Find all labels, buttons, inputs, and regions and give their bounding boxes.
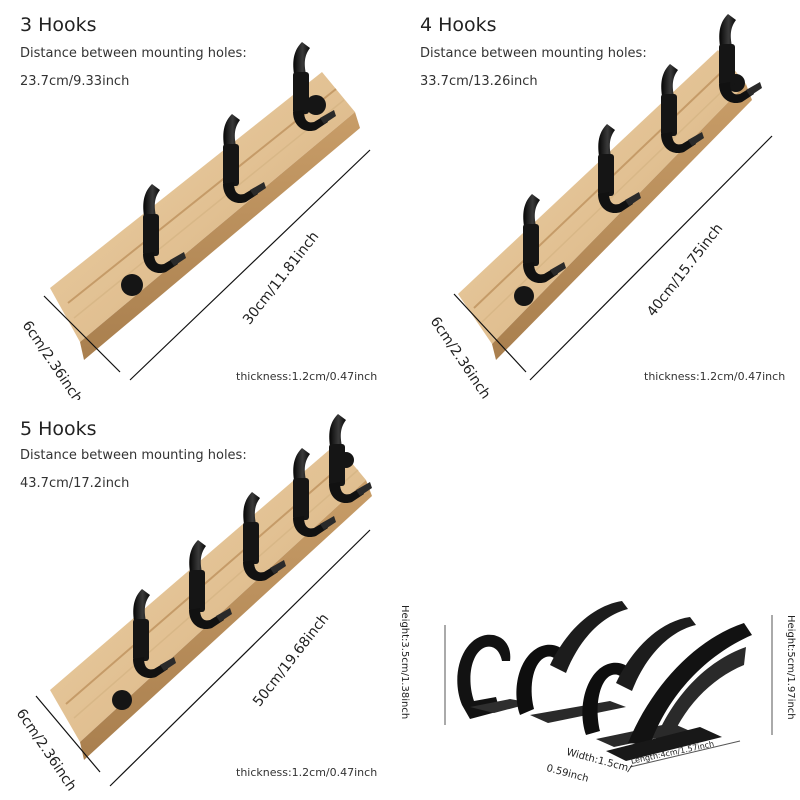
mount-screw-right xyxy=(306,95,326,115)
thickness-label: thickness:1.2cm/0.47inch xyxy=(644,370,786,383)
height-small-label: Height:3.5cm/1.38inch xyxy=(400,605,410,720)
small-hook xyxy=(457,634,532,719)
length-dimension-line xyxy=(529,135,773,381)
length-line xyxy=(629,740,741,768)
mount-screw-left xyxy=(514,286,534,306)
hole-distance-value: 43.7cm/17.2inch xyxy=(20,476,130,491)
panel-4-hooks: 4 Hooks Distance between mounting holes:… xyxy=(400,0,800,400)
height-dimension-line xyxy=(453,293,527,373)
rack-3-hooks-illustration xyxy=(43,42,371,381)
hole-distance-value: 33.7cm/13.26inch xyxy=(420,74,538,89)
panel-5-hooks: 5 Hooks Distance between mounting holes:… xyxy=(0,400,400,800)
length-dimension-line xyxy=(109,529,371,787)
thickness-label: thickness:1.2cm/0.47inch xyxy=(236,766,378,779)
rack-4-hooks-illustration xyxy=(453,14,773,381)
large-hook xyxy=(606,623,752,761)
medium-hook xyxy=(516,601,628,723)
panel-title: 4 Hooks xyxy=(420,14,497,36)
panel-title: 3 Hooks xyxy=(20,14,97,36)
hole-distance-label: Distance between mounting holes: xyxy=(420,46,647,61)
hole-distance-label: Distance between mounting holes: xyxy=(20,448,247,463)
mount-screw-left xyxy=(121,274,143,296)
panel-title: 5 Hooks xyxy=(20,418,97,440)
mount-screw-left xyxy=(112,690,132,710)
hooks-detail-illustration xyxy=(444,601,773,768)
height-dimension-line xyxy=(35,695,101,773)
panel-hook-detail: Height:3.5cm/1.38inch Height:5cm/1.97inc… xyxy=(400,555,800,800)
hole-distance-label: Distance between mounting holes: xyxy=(20,46,247,61)
height-dimension-line xyxy=(43,295,121,373)
length-dimension-line xyxy=(129,149,371,381)
rack-5-hooks-illustration xyxy=(35,414,372,787)
height-large-label: Height:5cm/1.97inch xyxy=(785,615,796,720)
panel-3-hooks: 3 Hooks Distance between mounting holes:… xyxy=(0,0,400,400)
thickness-label: thickness:1.2cm/0.47inch xyxy=(236,370,378,383)
hole-distance-value: 23.7cm/9.33inch xyxy=(20,74,130,89)
